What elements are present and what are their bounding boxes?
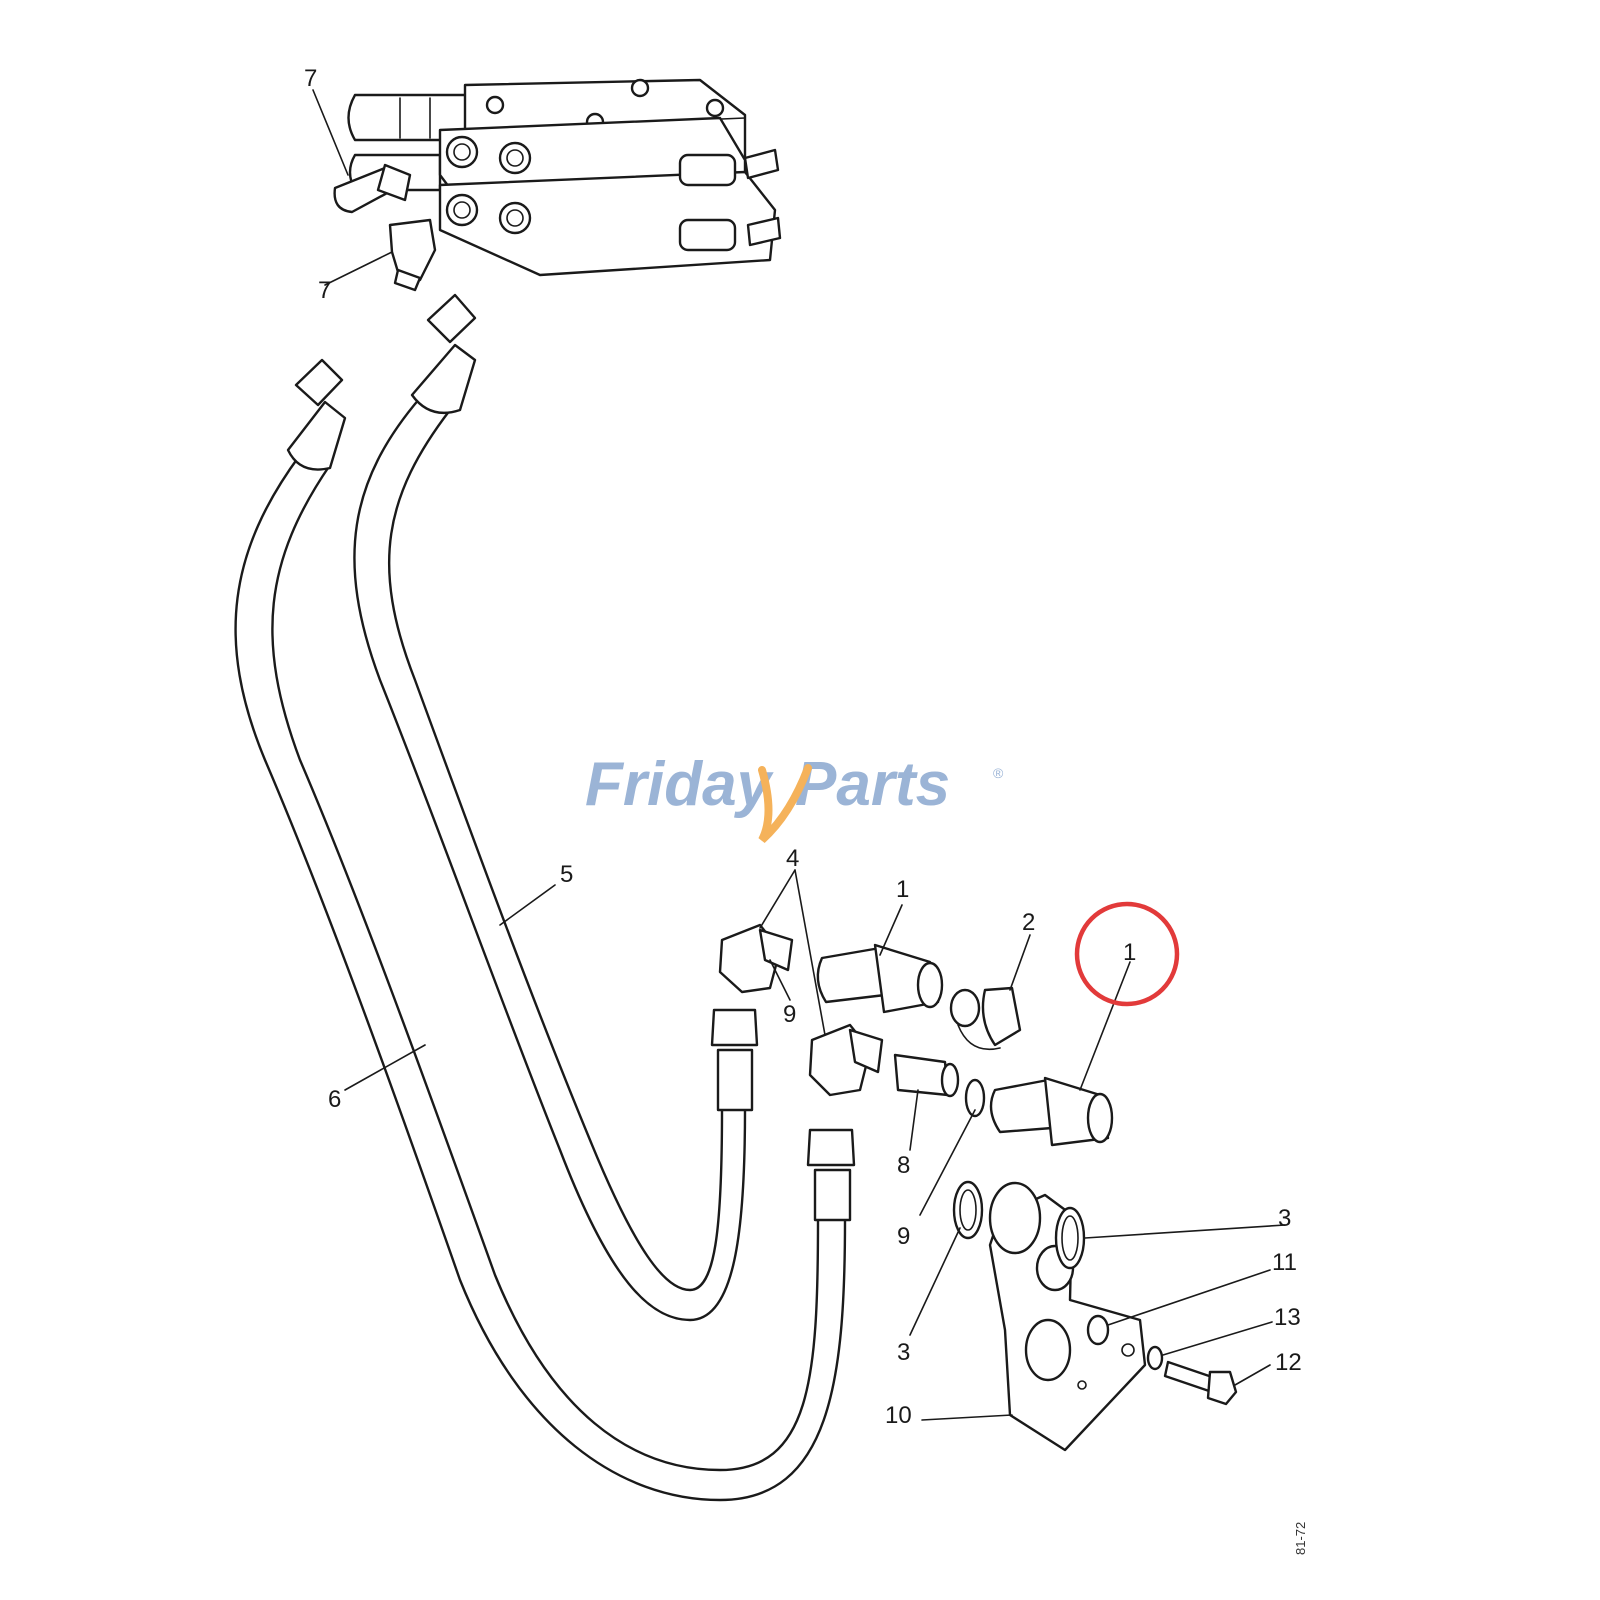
callout-12: 12 xyxy=(1275,1349,1302,1376)
callout-3-left: 3 xyxy=(897,1339,910,1366)
callout-11: 11 xyxy=(1272,1249,1297,1276)
callout-2: 2 xyxy=(1022,909,1035,936)
callout-1-upper: 1 xyxy=(896,876,909,903)
circlip-3-left xyxy=(952,1180,984,1240)
callout-7-upper: 7 xyxy=(304,65,317,92)
elbow-adapter-lower xyxy=(388,218,437,292)
callout-1-highlighted: 1 xyxy=(1123,939,1136,966)
logo-registered-mark: ® xyxy=(993,765,1004,781)
leader-lines xyxy=(312,89,1286,1421)
circlip-3-right xyxy=(1054,1206,1086,1270)
highlight-circle xyxy=(1074,901,1180,1007)
callout-3-right: 3 xyxy=(1278,1205,1291,1232)
callout-7-lower: 7 xyxy=(318,277,331,304)
drawing-code: 81-72 xyxy=(1293,1522,1308,1555)
logo-text-parts: Parts xyxy=(795,750,950,819)
elbow-adapter-upper-4 xyxy=(718,923,794,994)
callout-6: 6 xyxy=(328,1086,341,1113)
washer-11 xyxy=(1086,1314,1110,1346)
callout-9-upper: 9 xyxy=(783,1001,796,1028)
mounting-bracket-10 xyxy=(988,1181,1147,1452)
callout-9-lower: 9 xyxy=(897,1223,910,1250)
callout-8: 8 xyxy=(897,1152,910,1179)
elbow-adapter-lower-4 xyxy=(808,1023,884,1097)
quick-coupler-lower xyxy=(989,1076,1114,1147)
o-ring-9 xyxy=(964,1078,986,1118)
quick-coupler-upper xyxy=(816,943,944,1014)
friday-parts-logo: Friday Parts ® xyxy=(585,750,1004,843)
callout-4: 4 xyxy=(786,845,799,872)
control-valve-block xyxy=(347,78,782,277)
washer-13 xyxy=(1146,1345,1164,1371)
callout-labels: 7 7 4 5 6 1 2 9 8 9 3 3 11 13 12 10 1 xyxy=(304,65,1302,1429)
callout-13: 13 xyxy=(1274,1304,1301,1331)
callout-5: 5 xyxy=(560,861,573,888)
hose-6 xyxy=(234,358,856,1502)
logo-swoosh xyxy=(758,764,812,843)
bolt-12 xyxy=(1163,1360,1238,1406)
adapter-8 xyxy=(893,1053,960,1098)
hose-5 xyxy=(353,293,759,1322)
dust-cap-2 xyxy=(949,986,1022,1050)
adapter-upper xyxy=(333,163,412,214)
logo-text-friday: Friday xyxy=(585,750,775,819)
callout-10: 10 xyxy=(885,1402,912,1429)
